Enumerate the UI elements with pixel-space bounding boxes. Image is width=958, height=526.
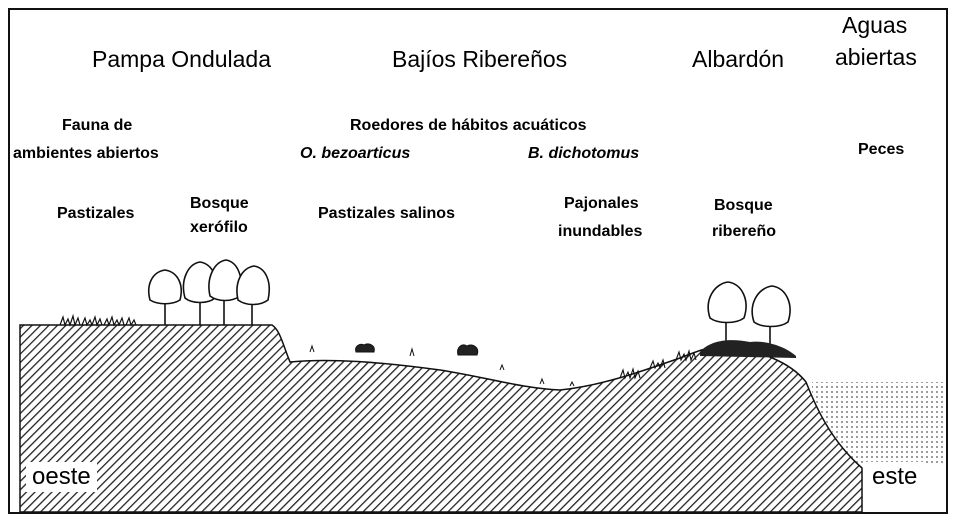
xerophytic-forest-trees: [148, 259, 270, 325]
zone-bajios-riberenos: Bajíos Ribereños: [392, 46, 568, 72]
fauna-roedores: Roedores de hábitos acuáticos: [350, 117, 587, 134]
flooded-grass-stands: [619, 348, 697, 380]
veg-pajonales-line1: Pajonales: [564, 195, 639, 212]
veg-bosque-riberenio-line2: ribereño: [712, 223, 777, 240]
veg-bosque-xerofilo-line2: xerófilo: [190, 219, 248, 236]
zone-albardon: Albardón: [692, 46, 785, 72]
riparian-forest-trees: [707, 281, 791, 350]
fauna-b-dichotomus: B. dichotomus: [528, 145, 640, 162]
zone-aguas-abiertas-line2: abiertas: [835, 44, 917, 70]
fauna-ambientes-abiertos-line1: Fauna de: [62, 117, 133, 134]
veg-bosque-xerofilo-line1: Bosque: [190, 195, 249, 212]
open-water: [812, 382, 946, 464]
zone-aguas-abiertas-line1: Aguas: [842, 12, 908, 38]
veg-pajonales-line2: inundables: [558, 223, 643, 240]
fauna-ambientes-abiertos-line2: ambientes abiertos: [13, 145, 159, 162]
veg-bosque-riberenio-line1: Bosque: [714, 197, 773, 214]
fauna-o-bezoarticus: O. bezoarticus: [300, 145, 411, 162]
veg-pastizales: Pastizales: [57, 205, 135, 222]
fauna-peces: Peces: [858, 141, 905, 158]
zone-pampa-ondulada: Pampa Ondulada: [92, 46, 272, 72]
grass-tufts-pampa: [59, 313, 137, 327]
direction-east-label: este: [866, 462, 924, 492]
saline-grassland-shrubs: [309, 343, 575, 387]
riparian-understory: [700, 340, 796, 358]
soil-profile: [19, 324, 863, 513]
direction-west-label: oeste: [26, 462, 97, 492]
veg-pastizales-salinos: Pastizales salinos: [318, 205, 455, 222]
